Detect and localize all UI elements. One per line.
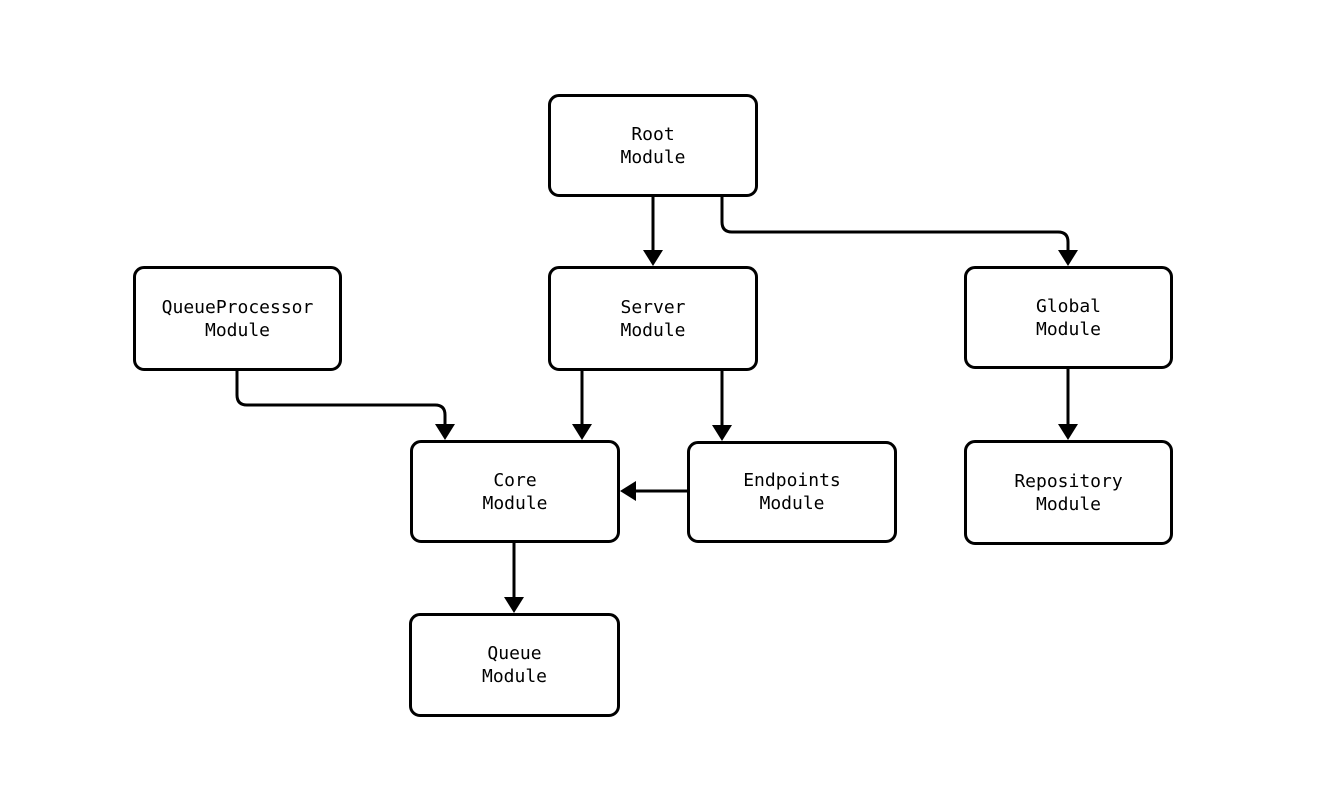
node-label-line2: Module: [482, 492, 548, 514]
node-label-line1: Endpoints: [743, 470, 841, 491]
node-label-line1: Repository: [1014, 470, 1123, 492]
node-queueprocessor-module[interactable]: QueueProcessor Module: [133, 266, 342, 371]
arrowhead-server-to-endpoints: [712, 425, 732, 441]
node-endpoints-module[interactable]: Endpoints Module: [687, 441, 897, 543]
arrowhead-global-to-repository: [1058, 424, 1078, 440]
node-root-module[interactable]: Root Module: [548, 94, 758, 197]
arrowhead-endpoints-to-core: [620, 481, 636, 501]
node-label-line1: Queue: [487, 643, 542, 664]
arrowhead-queueprocessor-to-core: [435, 424, 455, 440]
node-label-line1: Server: [620, 296, 686, 318]
node-label-line1: Core: [493, 469, 537, 491]
node-label-line2: Module: [1035, 493, 1102, 515]
arrowhead-core-to-queue: [504, 597, 524, 613]
node-label-line1: QueueProcessor: [161, 296, 314, 318]
node-queue-module[interactable]: Queue Module: [409, 613, 620, 717]
node-repository-module[interactable]: Repository Module: [964, 440, 1173, 545]
arrowhead-server-to-core: [572, 424, 592, 440]
edge-queueprocessor-to-core: [235, 371, 447, 431]
node-label-line1: Global: [1035, 295, 1102, 317]
node-label-line2: Module: [620, 146, 686, 168]
node-label-line2: Module: [1035, 318, 1102, 340]
node-core-module[interactable]: Core Module: [410, 440, 620, 543]
node-global-module[interactable]: Global Module: [964, 266, 1173, 369]
edge-root-to-global: [720, 197, 1070, 257]
node-label-line1: Root: [631, 123, 675, 145]
node-label-line2: Module: [620, 319, 686, 341]
arrowhead-root-to-server: [643, 250, 663, 266]
arrowhead-root-to-global: [1058, 250, 1078, 266]
node-label-line2: Module: [204, 319, 271, 341]
node-server-module[interactable]: Server Module: [548, 266, 758, 371]
node-label-line2: Module: [759, 493, 825, 514]
node-label-line2: Module: [481, 666, 548, 687]
